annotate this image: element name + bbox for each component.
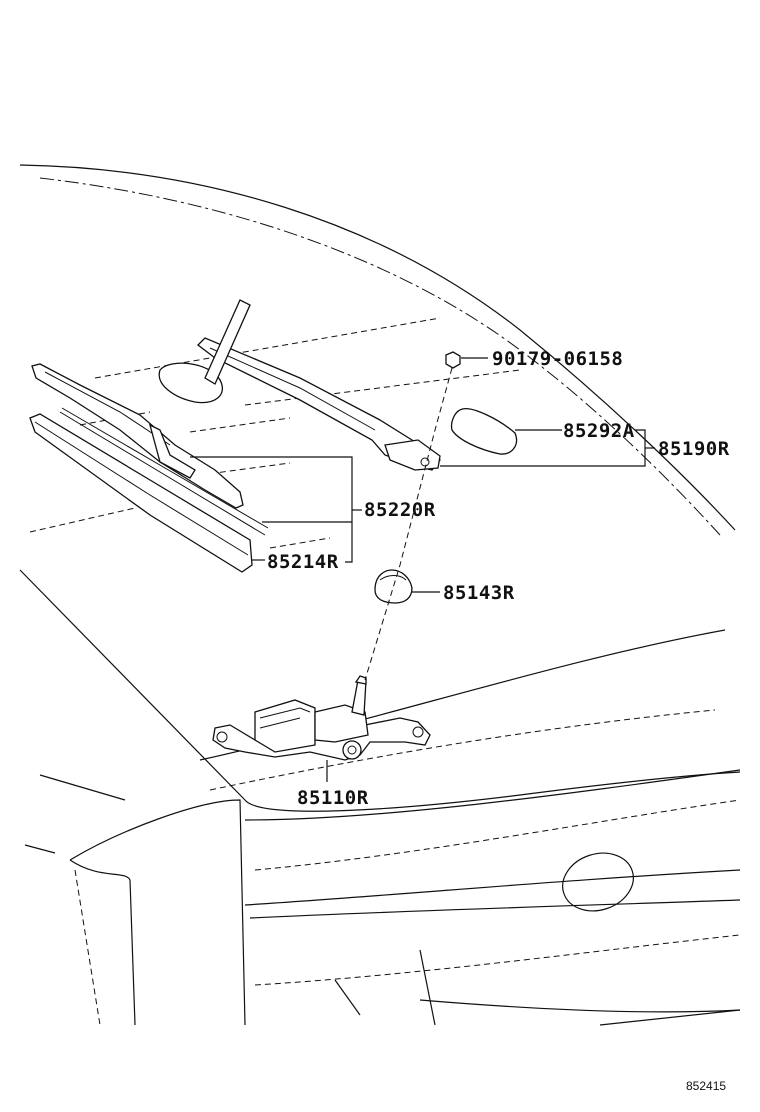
wiper-blade <box>31 363 244 509</box>
grommet <box>374 569 413 604</box>
part-label-85214R: 85214R <box>267 551 339 573</box>
vehicle-body-outline <box>19 164 741 1026</box>
wiper-motor <box>212 675 431 761</box>
wiper-arm <box>197 337 441 471</box>
part-label-85190R: 85190R <box>658 438 730 460</box>
diagram-id: 852415 <box>686 1079 726 1093</box>
nut <box>445 351 461 369</box>
wiper-blade-rubber <box>29 407 269 573</box>
part-label-85110R: 85110R <box>297 787 369 809</box>
wiper-arm-cap <box>450 408 518 455</box>
part-label-85143R: 85143R <box>443 582 515 604</box>
part-label-85292A: 85292A <box>563 420 635 442</box>
part-label-85220R: 85220R <box>364 499 436 521</box>
rear-glass-nozzle <box>158 299 251 404</box>
assembly-axis-line <box>364 367 453 681</box>
leader-lines <box>190 357 655 782</box>
part-label-90179-06158: 90179-06158 <box>492 348 623 370</box>
